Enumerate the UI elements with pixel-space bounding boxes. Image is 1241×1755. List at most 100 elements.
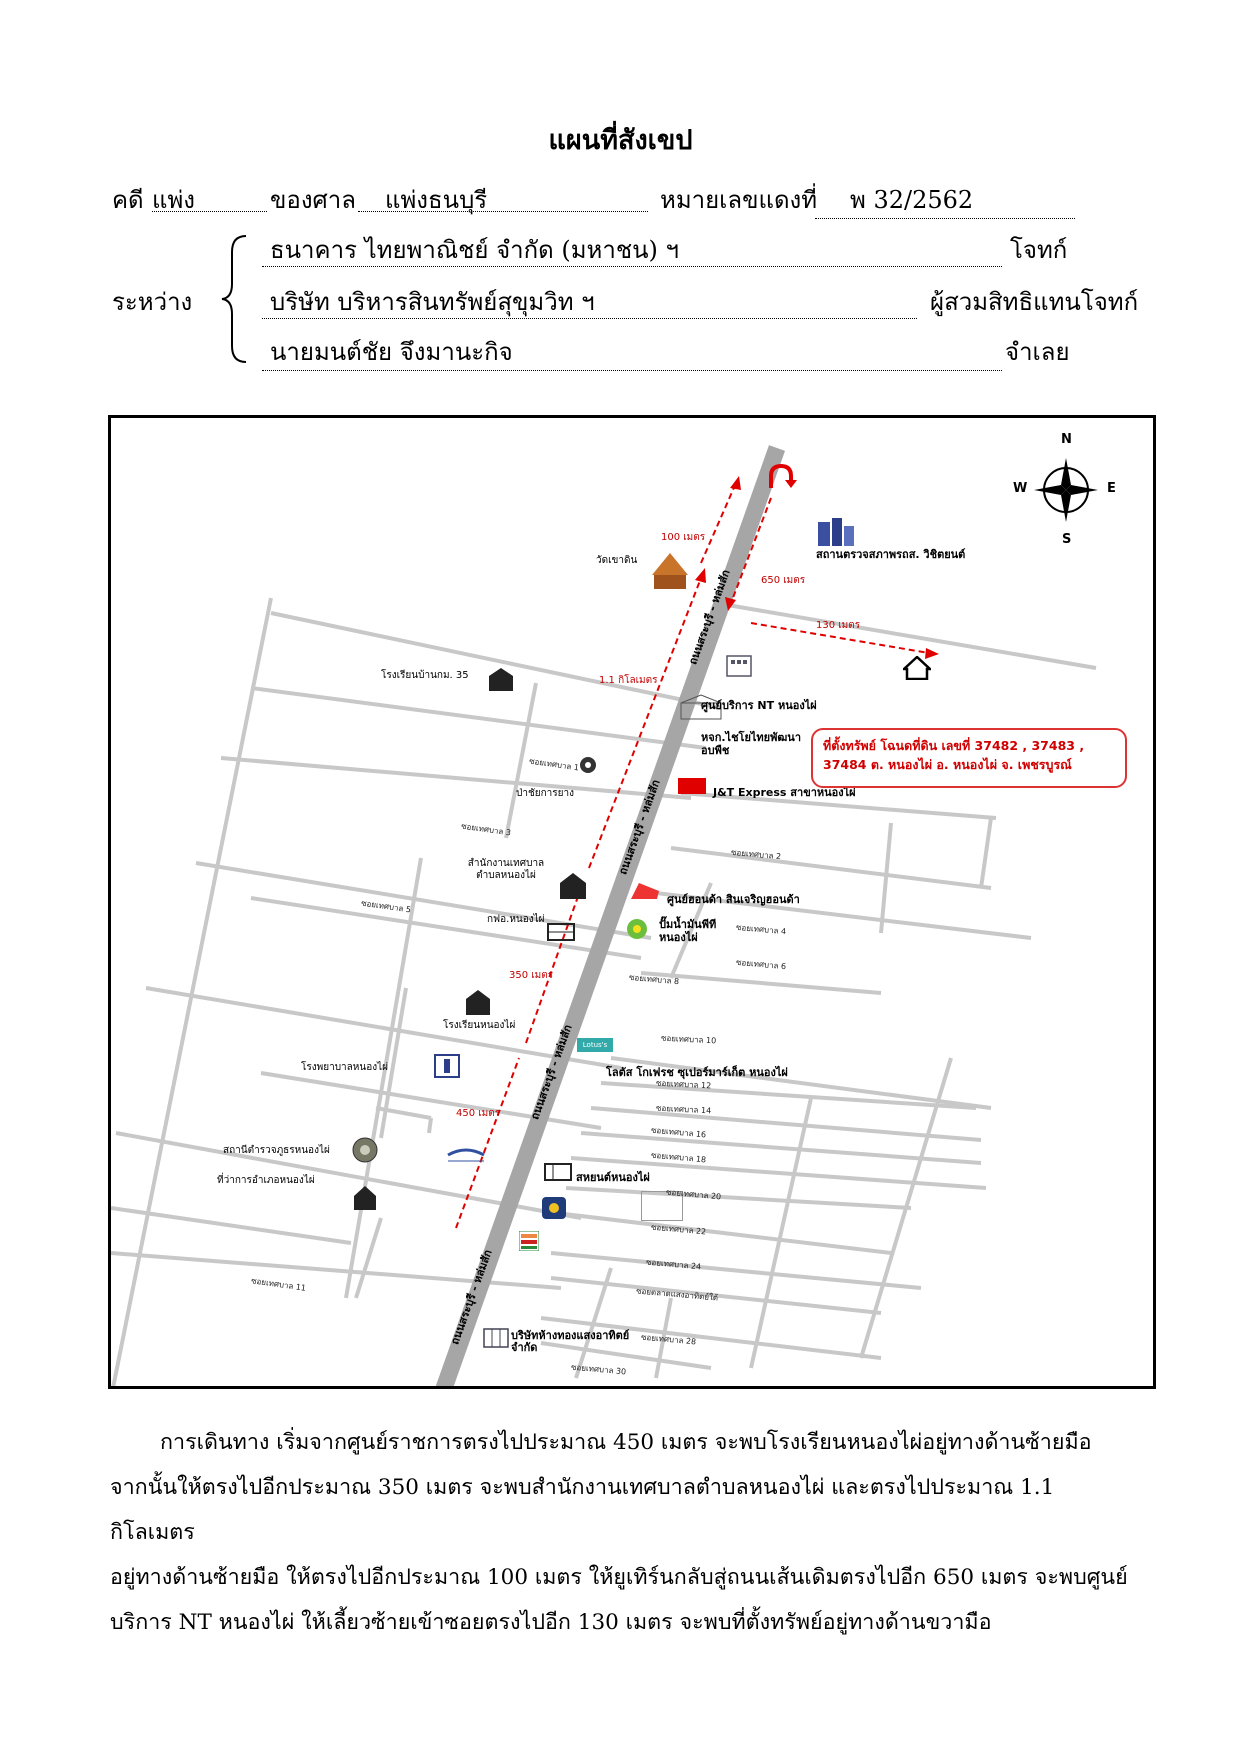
label-district: ที่ว่าการอำเภอหนองไผ่ bbox=[217, 1175, 315, 1186]
distance-450: 450 เมตร bbox=[456, 1108, 501, 1119]
party-2-line bbox=[262, 318, 917, 319]
court-name-line bbox=[358, 211, 648, 212]
ptt-icon bbox=[627, 919, 647, 939]
lotus-logo: Lotus's bbox=[577, 1038, 613, 1052]
label-goldshop: บริษัทห้างทองแสงอาทิตย์ จำกัด bbox=[511, 1329, 630, 1354]
red-no-line bbox=[815, 218, 1075, 219]
road-e-4 bbox=[655, 891, 1032, 940]
road-w-k bbox=[375, 1106, 432, 1120]
label-inspection: สถานตรวจสภาพรถส. วิชิตยนต์ bbox=[816, 548, 966, 561]
distance-650: 650 เมตร bbox=[761, 575, 806, 586]
road-e-8 bbox=[640, 971, 882, 995]
municipal-icon bbox=[560, 873, 586, 899]
party-3-role: จำเลย bbox=[1005, 338, 1070, 366]
property-callout: ที่ตั้งทรัพย์ โฉนดที่ดิน เลขที่ 37482 , … bbox=[811, 728, 1127, 788]
road-west-5 bbox=[354, 1217, 383, 1299]
road-e-20 bbox=[565, 1186, 912, 1210]
case-type: แพ่ง bbox=[152, 186, 196, 214]
compass-n: N bbox=[1061, 432, 1072, 447]
bank-logo-icon bbox=[447, 1148, 485, 1162]
court-name: แพ่งธนบุรี bbox=[385, 186, 488, 214]
label-temple: วัดเขาดิน bbox=[596, 555, 638, 566]
label-hospital: โรงพยาบาลหนองไผ่ bbox=[301, 1062, 388, 1073]
road-e-7 bbox=[979, 817, 993, 889]
road-e-2 bbox=[680, 791, 997, 820]
page-title: แผนที่สังเขป bbox=[548, 125, 693, 156]
red-no: พ 32/2562 bbox=[850, 186, 974, 214]
hardware-icon bbox=[680, 694, 722, 720]
temple-icon bbox=[652, 553, 688, 589]
route-arrowhead-100 bbox=[730, 476, 741, 490]
label-hardware: หจก.ไชโยไทยพัฒนา อบพืช bbox=[701, 731, 801, 757]
goldshop-icon bbox=[483, 1328, 509, 1348]
party-1-line bbox=[262, 266, 1002, 267]
distance-1100: 1.1 กิโลเมตร bbox=[599, 675, 658, 686]
house-icon bbox=[903, 656, 931, 680]
distance-130: 130 เมตร bbox=[816, 620, 861, 631]
road-e-6 bbox=[879, 822, 893, 934]
label-honda: ศูนย์ฮอนด้า สินเจริญฮอนด้า bbox=[667, 893, 800, 906]
route-segment-450 bbox=[455, 1057, 520, 1229]
blank-building-box bbox=[641, 1191, 683, 1221]
building-icon bbox=[818, 518, 854, 546]
route-segment-650 bbox=[730, 497, 772, 604]
shield-logo-icon bbox=[542, 1197, 566, 1219]
label-nt: ศูนย์บริการ NT หนองไผ่ bbox=[701, 699, 817, 712]
directions: การเดินทาง เริ่มจากศูนย์ราชการตรงไปประมา… bbox=[110, 1420, 1140, 1645]
compass-s: S bbox=[1062, 532, 1072, 547]
road-west-1 bbox=[111, 597, 273, 1386]
main-road bbox=[435, 445, 786, 1386]
road-e-18 bbox=[570, 1156, 987, 1190]
road-e-v2 bbox=[749, 1097, 813, 1369]
label-school35: โรงเรียนบ้านกม. 35 bbox=[381, 670, 469, 681]
road-e-28 bbox=[540, 1316, 882, 1360]
road-e-3 bbox=[670, 846, 992, 890]
distance-100: 100 เมตร bbox=[661, 532, 706, 543]
label-police: สถานีตำรวจภูธรหนองไผ่ bbox=[223, 1145, 330, 1156]
between-label: ระหว่าง bbox=[112, 288, 193, 316]
route-arrowhead-130 bbox=[925, 648, 939, 659]
label-pea: กฟอ.หนองไผ่ bbox=[487, 914, 545, 925]
nt-building-icon bbox=[726, 655, 752, 677]
road-w-e bbox=[145, 986, 622, 1070]
distance-350: 350 เมตร bbox=[509, 970, 554, 981]
seven-eleven-icon bbox=[519, 1231, 539, 1251]
uturn-icon bbox=[769, 463, 793, 488]
road-west-3 bbox=[504, 682, 538, 839]
compass-w: W bbox=[1013, 481, 1028, 496]
road-e-v3 bbox=[574, 1267, 613, 1379]
road-w-c bbox=[220, 756, 692, 800]
compass-rose-icon bbox=[1034, 458, 1098, 522]
label-municipal: สำนักงานเทศบาล ตำบลหนองไผ่ bbox=[467, 858, 545, 881]
route-segment-350 bbox=[525, 887, 582, 1044]
red-no-label: หมายเลขแดงที่ bbox=[660, 186, 818, 214]
road-w-l bbox=[427, 1117, 433, 1134]
district-office-icon bbox=[354, 1186, 376, 1210]
road-west-2 bbox=[344, 857, 423, 1299]
directions-line-3: อยู่ทางด้านซ้ายมือ ให้ตรงไปอีกประมาณ 100… bbox=[110, 1565, 1128, 1590]
school-icon bbox=[466, 990, 490, 1015]
road-w-d bbox=[195, 861, 652, 940]
compass: N S W E bbox=[1011, 432, 1121, 550]
directions-line-1: การเดินทาง เริ่มจากศูนย์ราชการตรงไปประมา… bbox=[160, 1430, 1092, 1455]
compass-e: E bbox=[1107, 481, 1116, 496]
route-segment-100 bbox=[700, 482, 737, 564]
road-w-f bbox=[250, 896, 642, 960]
road-west-4 bbox=[379, 987, 408, 1139]
party-1-name: ธนาคาร ไทยพาณิชย์ จำกัด (มหาชน) ฯ bbox=[270, 236, 680, 264]
road-e-nt bbox=[715, 601, 1097, 670]
honda-icon bbox=[631, 883, 659, 899]
route-segment-130 bbox=[750, 622, 930, 654]
police-badge-icon bbox=[352, 1137, 378, 1163]
route-arrowhead-650 bbox=[725, 597, 736, 611]
party-1-role: โจทก์ bbox=[1010, 236, 1068, 264]
road-e-5 bbox=[669, 882, 713, 979]
road-e-24 bbox=[550, 1251, 922, 1290]
party-2-name: บริษัท บริหารสินทรัพย์สุขุมวิท ฯ bbox=[270, 288, 595, 316]
gear-icon bbox=[580, 757, 596, 773]
directions-line-4: บริการ NT หนองไผ่ ให้เลี้ยวซ้ายเข้าซอยตร… bbox=[110, 1610, 992, 1635]
case-type-line bbox=[152, 211, 267, 212]
road-w-j bbox=[111, 1206, 352, 1245]
road-e-v4 bbox=[654, 1297, 673, 1379]
directions-line-2: จากนั้นให้ตรงไปอีกประมาณ 350 เมตร จะพบสำ… bbox=[110, 1475, 1055, 1545]
